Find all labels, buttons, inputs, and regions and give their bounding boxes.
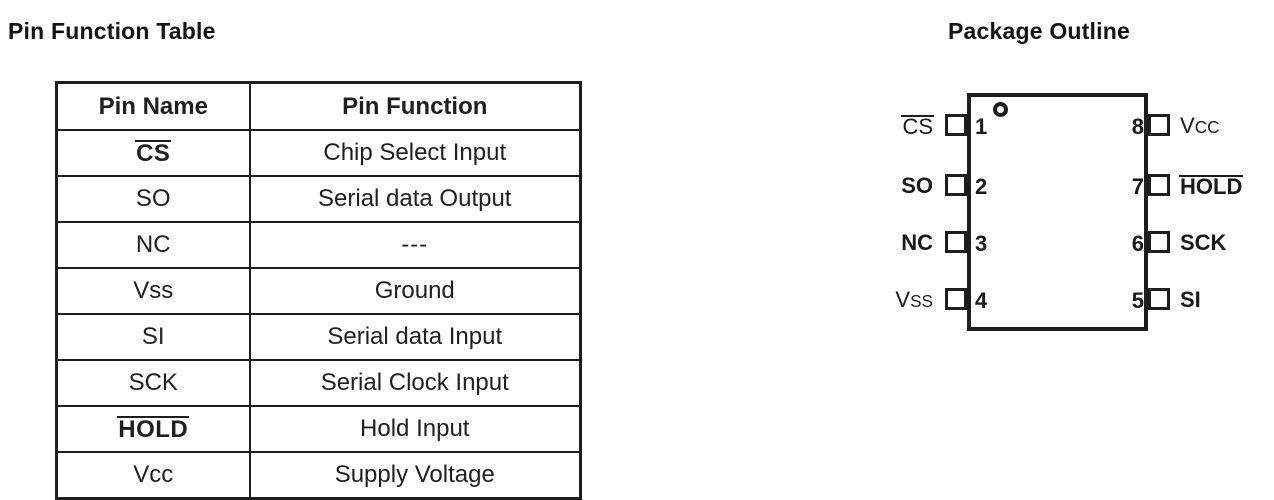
lead-square-pin-2: [945, 174, 967, 196]
cell-pin-name: CS: [55, 129, 251, 177]
pin-number-2: 2: [975, 174, 988, 199]
pin-number-6: 6: [1131, 231, 1144, 256]
cell-pin-function: Supply Voltage: [248, 451, 582, 500]
cell-pin-function: Chip Select Input: [248, 129, 582, 177]
cell-pin-name: SO: [55, 175, 251, 223]
cell-pin-name: SCK: [55, 359, 251, 407]
column-header-pin-name: Pin Name: [55, 81, 251, 131]
pin-label-vcc: VCC: [1180, 115, 1219, 137]
cell-pin-function: Hold Input: [248, 405, 582, 453]
pin-label-hold-text: HOLD: [1178, 174, 1244, 199]
cell-pin-name: SI: [55, 313, 251, 361]
pin-label-si: SI: [1180, 287, 1201, 312]
table-row: SI Serial data Input: [55, 313, 582, 361]
pin-name-cs: CS: [135, 139, 172, 167]
cell-pin-function: Serial data Output: [248, 175, 582, 223]
pin-label-vcc-sub: CC: [1194, 117, 1220, 137]
pin-label-nc: NC: [901, 230, 933, 255]
pin-number-4: 4: [975, 288, 988, 313]
lead-square-pin-7: [1148, 174, 1170, 196]
cell-pin-function: ---: [248, 221, 582, 269]
pin-label-cs-text: CS: [901, 114, 934, 139]
table-row: SO Serial data Output: [55, 175, 582, 223]
pin-function-table-title: Pin Function Table: [8, 18, 216, 44]
table-row: CS Chip Select Input: [55, 129, 582, 177]
pin-table: Pin Name Pin Function CS Chip Select Inp…: [55, 81, 582, 500]
lead-square-pin-1: [945, 114, 967, 136]
pin-number-8: 8: [1131, 114, 1144, 139]
cell-pin-name: NC: [55, 221, 251, 269]
package-outline-title: Package Outline: [948, 18, 1130, 44]
cell-pin-name: Vss: [55, 267, 251, 315]
column-header-pin-function: Pin Function: [248, 81, 582, 131]
table-row: NC ---: [55, 221, 582, 269]
pin-label-vss-sub: SS: [910, 291, 933, 311]
table-row: HOLD Hold Input: [55, 405, 582, 453]
pin-name-hold: HOLD: [117, 415, 190, 443]
table-header-row: Pin Name Pin Function: [55, 81, 582, 131]
pin-label-vcc-v: V: [1180, 113, 1195, 138]
lead-square-pin-4: [945, 288, 967, 310]
cell-pin-name: HOLD: [55, 405, 251, 453]
cell-pin-function: Serial Clock Input: [248, 359, 582, 407]
pin-label-vss: VSS: [895, 289, 933, 311]
cell-pin-name: Vcc: [55, 451, 251, 500]
pin1-dot-marker-icon: [993, 102, 1008, 117]
pin-number-5: 5: [1131, 288, 1144, 313]
table-row: Vcc Supply Voltage: [55, 451, 582, 500]
pin-label-vss-v: V: [895, 287, 911, 312]
lead-square-pin-8: [1148, 114, 1170, 136]
table-row: SCK Serial Clock Input: [55, 359, 582, 407]
pin-number-7: 7: [1131, 174, 1144, 199]
chip-body-outline: [967, 93, 1148, 331]
lead-square-pin-6: [1148, 231, 1170, 253]
table-body: CS Chip Select Input SO Serial data Outp…: [55, 129, 582, 500]
pin-number-3: 3: [975, 231, 988, 256]
pin-number-1: 1: [975, 114, 988, 139]
pin-label-so: SO: [901, 173, 933, 198]
pin-label-hold: HOLD: [1178, 174, 1244, 199]
pin-function-table: Pin Name Pin Function CS Chip Select Inp…: [55, 81, 582, 500]
table-row: Vss Ground: [55, 267, 582, 315]
pin-label-sck: SCK: [1180, 230, 1227, 255]
package-outline-diagram: 1 2 3 4 8 7 6 5 CS SO NC VSS VCC HOLD SC…: [860, 75, 1274, 375]
cell-pin-function: Serial data Input: [248, 313, 582, 361]
cell-pin-function: Ground: [248, 267, 582, 315]
lead-square-pin-3: [945, 231, 967, 253]
pin-label-cs: CS: [901, 114, 934, 139]
lead-square-pin-5: [1148, 288, 1170, 310]
